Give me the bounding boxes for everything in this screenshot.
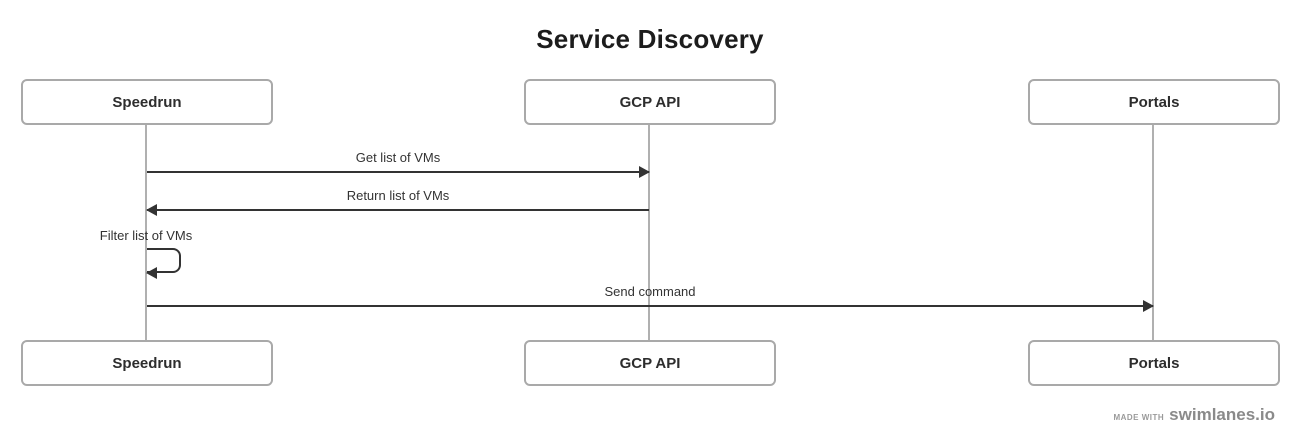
actor-label: GCP API: [619, 93, 681, 111]
arrow-line: [147, 300, 1154, 312]
arrowhead-left-icon: [146, 204, 157, 216]
actor-label: GCP API: [619, 354, 681, 372]
actor-label: Portals: [1128, 354, 1180, 372]
footer-branding: MADE WITH swimlanes.io: [1113, 405, 1275, 425]
arrowhead-right-icon: [639, 166, 650, 178]
actor-label: Speedrun: [112, 93, 182, 111]
actor-bottom-gcp-api: GCP API: [524, 340, 776, 386]
made-with-text: MADE WITH: [1113, 413, 1165, 422]
lifeline-gcp-api: [648, 122, 650, 341]
arrow-line: [147, 166, 650, 178]
arrowhead-right-icon: [1143, 300, 1154, 312]
self-message-loop: [146, 248, 181, 279]
actor-top-portals: Portals: [1028, 79, 1280, 125]
message-send-command: Send command: [147, 283, 1154, 312]
message-label: Return list of VMs: [346, 188, 450, 203]
arrow-line: [146, 204, 649, 216]
actor-top-gcp-api: GCP API: [524, 79, 776, 125]
message-label: Send command: [604, 284, 696, 299]
diagram-title: Service Discovery: [536, 24, 764, 54]
swimlanes-brand-link[interactable]: swimlanes.io: [1169, 405, 1275, 424]
message-label: Get list of VMs: [355, 150, 441, 165]
arrowhead-left-icon: [146, 267, 157, 279]
actor-label: Portals: [1128, 93, 1180, 111]
lifeline-speedrun: [145, 122, 147, 341]
message-return-list-of-vms: Return list of VMs: [146, 187, 649, 216]
message-filter-list-of-vms-label: Filter list of VMs: [99, 228, 193, 243]
message-get-list-of-vms: Get list of VMs: [147, 149, 650, 178]
actor-bottom-speedrun: Speedrun: [21, 340, 273, 386]
lifeline-portals: [1152, 122, 1154, 341]
actor-bottom-portals: Portals: [1028, 340, 1280, 386]
actor-top-speedrun: Speedrun: [21, 79, 273, 125]
actor-label: Speedrun: [112, 354, 182, 372]
